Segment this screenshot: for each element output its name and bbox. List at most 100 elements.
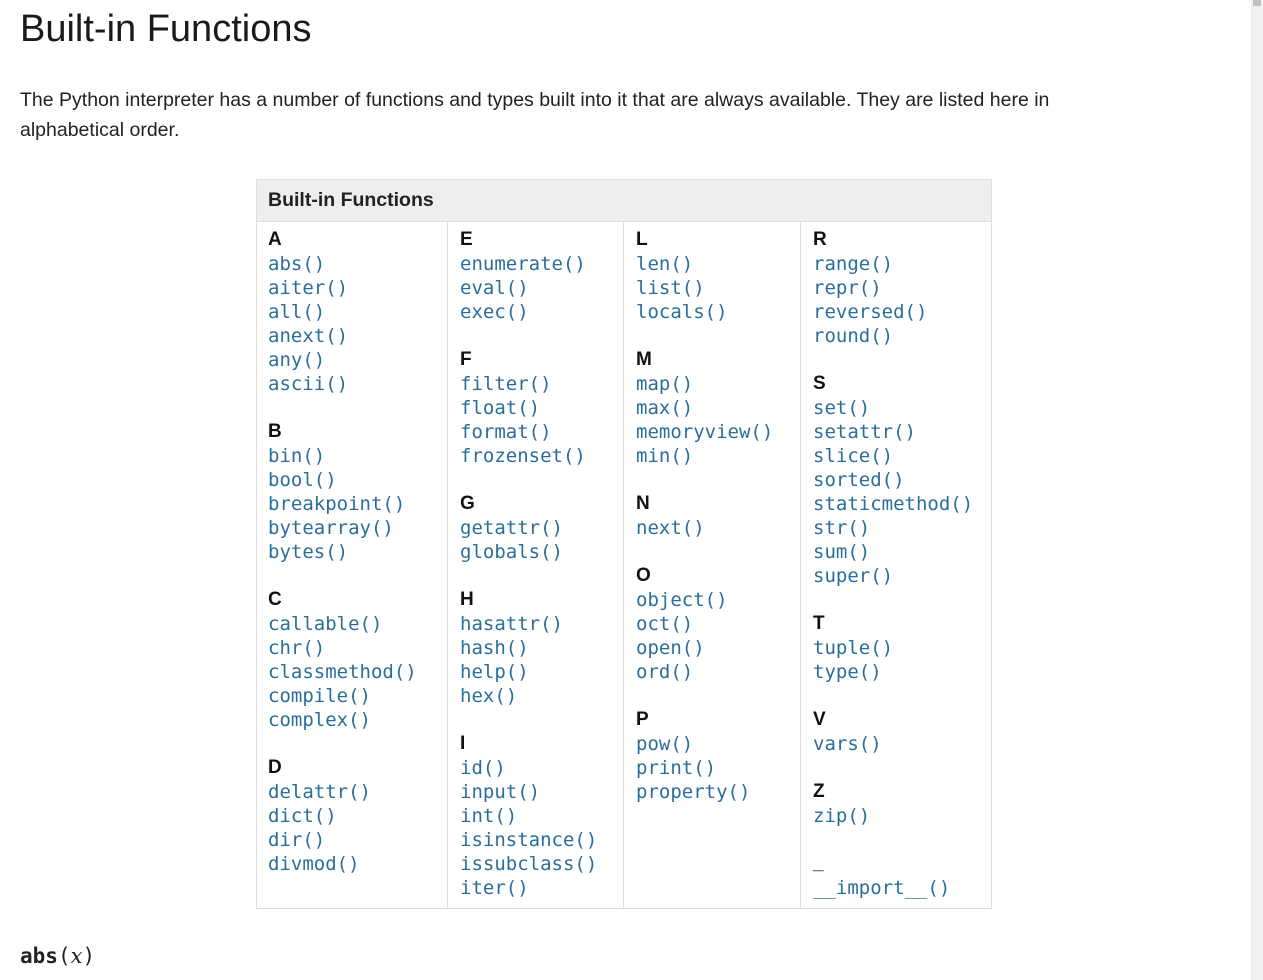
function-link[interactable]: filter() bbox=[460, 373, 552, 395]
function-link[interactable]: int() bbox=[460, 805, 518, 827]
function-link[interactable]: property() bbox=[636, 781, 751, 803]
function-link[interactable]: bytes() bbox=[268, 541, 349, 563]
function-link[interactable]: id() bbox=[460, 757, 506, 779]
function-link[interactable]: exec() bbox=[460, 301, 529, 323]
group-letter: E bbox=[460, 229, 473, 250]
function-link[interactable]: staticmethod() bbox=[813, 493, 974, 515]
function-link[interactable]: oct() bbox=[636, 613, 694, 635]
function-link[interactable]: hash() bbox=[460, 637, 529, 659]
group-letter: F bbox=[460, 349, 472, 370]
function-link[interactable]: isinstance() bbox=[460, 829, 598, 851]
function-link[interactable]: getattr() bbox=[460, 517, 563, 539]
group-letter: L bbox=[636, 229, 648, 250]
signature-param: x bbox=[70, 944, 83, 968]
function-link[interactable]: help() bbox=[460, 661, 529, 683]
function-link[interactable]: iter() bbox=[460, 877, 529, 899]
function-link[interactable]: set() bbox=[813, 397, 871, 419]
function-link[interactable]: frozenset() bbox=[460, 445, 586, 467]
function-link[interactable]: globals() bbox=[460, 541, 563, 563]
function-link[interactable]: max() bbox=[636, 397, 694, 419]
function-link[interactable]: print() bbox=[636, 757, 717, 779]
function-link[interactable]: round() bbox=[813, 325, 894, 347]
function-link[interactable]: repr() bbox=[813, 277, 882, 299]
function-link[interactable]: pow() bbox=[636, 733, 694, 755]
function-link[interactable]: all() bbox=[268, 301, 326, 323]
function-link[interactable]: classmethod() bbox=[268, 661, 417, 683]
function-link[interactable]: reversed() bbox=[813, 301, 928, 323]
function-link[interactable]: slice() bbox=[813, 445, 894, 467]
function-link[interactable]: complex() bbox=[268, 709, 371, 731]
page-title: Built-in Functions bbox=[20, 8, 312, 50]
function-link[interactable]: dict() bbox=[268, 805, 337, 827]
function-signature: abs(x) bbox=[20, 944, 95, 968]
function-link[interactable]: next() bbox=[636, 517, 705, 539]
function-link[interactable]: anext() bbox=[268, 325, 349, 347]
function-link[interactable]: aiter() bbox=[268, 277, 349, 299]
function-link[interactable]: range() bbox=[813, 253, 894, 275]
function-link[interactable]: input() bbox=[460, 781, 541, 803]
function-link[interactable]: eval() bbox=[460, 277, 529, 299]
function-link[interactable]: open() bbox=[636, 637, 705, 659]
vertical-scrollbar[interactable] bbox=[1251, 0, 1263, 980]
function-link[interactable]: hasattr() bbox=[460, 613, 563, 635]
group-letter: V bbox=[813, 709, 826, 730]
group-letter: D bbox=[268, 757, 282, 778]
function-link[interactable]: divmod() bbox=[268, 853, 360, 875]
function-link[interactable]: memoryview() bbox=[636, 421, 774, 443]
function-link[interactable]: min() bbox=[636, 445, 694, 467]
function-link[interactable]: map() bbox=[636, 373, 694, 395]
group-letter: T bbox=[813, 613, 825, 634]
function-link[interactable]: enumerate() bbox=[460, 253, 586, 275]
function-link[interactable]: bytearray() bbox=[268, 517, 394, 539]
function-link[interactable]: list() bbox=[636, 277, 705, 299]
function-link[interactable]: format() bbox=[460, 421, 552, 443]
function-link[interactable]: str() bbox=[813, 517, 871, 539]
function-link[interactable]: breakpoint() bbox=[268, 493, 406, 515]
function-link[interactable]: chr() bbox=[268, 637, 326, 659]
group-letter: P bbox=[636, 709, 649, 730]
function-link[interactable]: hex() bbox=[460, 685, 518, 707]
signature-open-paren: ( bbox=[57, 944, 71, 968]
function-link[interactable]: dir() bbox=[268, 829, 326, 851]
function-link[interactable]: vars() bbox=[813, 733, 882, 755]
function-link[interactable]: len() bbox=[636, 253, 694, 275]
function-link[interactable]: sorted() bbox=[813, 469, 905, 491]
function-link[interactable]: super() bbox=[813, 565, 894, 587]
function-link[interactable]: delattr() bbox=[268, 781, 371, 803]
function-link[interactable]: type() bbox=[813, 661, 882, 683]
function-link[interactable]: setattr() bbox=[813, 421, 916, 443]
function-link[interactable]: zip() bbox=[813, 805, 871, 827]
function-link[interactable]: compile() bbox=[268, 685, 371, 707]
function-link[interactable]: object() bbox=[636, 589, 728, 611]
function-link[interactable]: ord() bbox=[636, 661, 694, 683]
function-link[interactable]: float() bbox=[460, 397, 541, 419]
function-link[interactable]: issubclass() bbox=[460, 853, 598, 875]
function-link[interactable]: tuple() bbox=[813, 637, 894, 659]
function-link[interactable]: sum() bbox=[813, 541, 871, 563]
function-link[interactable]: abs() bbox=[268, 253, 326, 275]
group-letter: G bbox=[460, 493, 475, 514]
function-link[interactable]: ascii() bbox=[268, 373, 349, 395]
function-link[interactable]: __import__() bbox=[813, 877, 951, 899]
scrollbar-thumb[interactable] bbox=[1253, 0, 1261, 6]
group-letter: B bbox=[268, 421, 282, 442]
function-link[interactable]: any() bbox=[268, 349, 326, 371]
function-link[interactable]: locals() bbox=[636, 301, 728, 323]
function-link[interactable]: callable() bbox=[268, 613, 383, 635]
function-link[interactable]: bool() bbox=[268, 469, 337, 491]
function-link[interactable]: bin() bbox=[268, 445, 326, 467]
